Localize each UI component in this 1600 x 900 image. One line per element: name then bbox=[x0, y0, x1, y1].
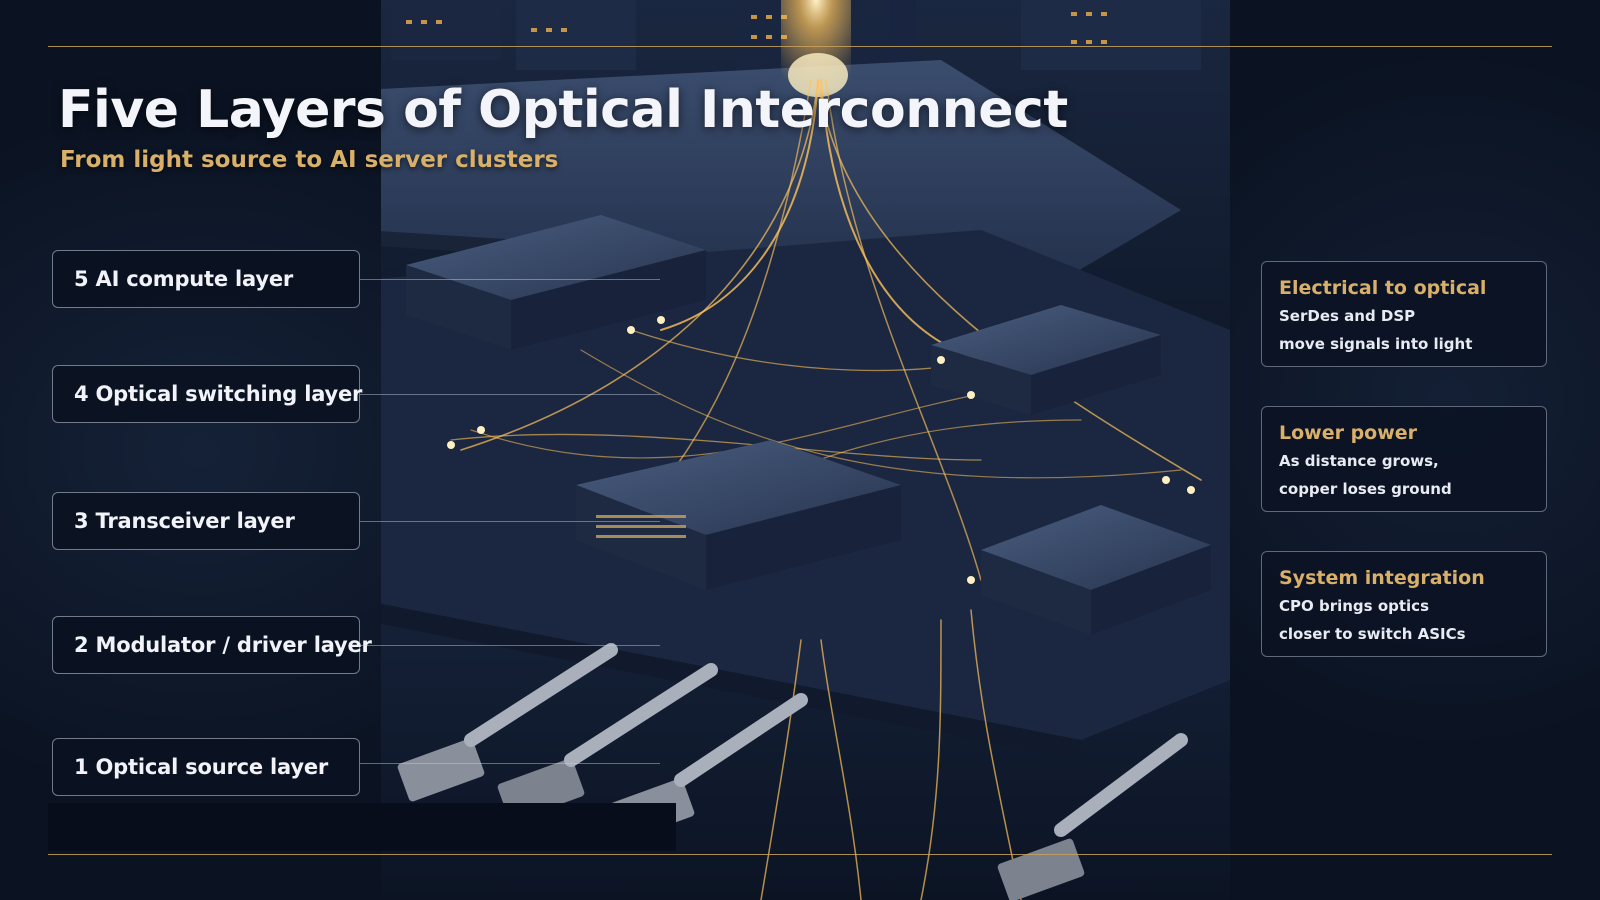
layer-connector bbox=[360, 763, 660, 764]
slide-subtitle: From light source to AI server clusters bbox=[60, 147, 559, 173]
layer-label-text: 4 Optical switching layer bbox=[74, 382, 363, 406]
switch-box-top-left bbox=[406, 215, 706, 350]
card-title: Electrical to optical bbox=[1279, 277, 1487, 299]
layer-label-modulator-driver: 2 Modulator / driver layer bbox=[52, 616, 372, 674]
slide-title: Five Layers of Optical Interconnect bbox=[58, 80, 1068, 140]
card-text: move signals into light bbox=[1279, 335, 1473, 353]
card-text: As distance grows, bbox=[1279, 452, 1439, 470]
optical-interconnect-illustration bbox=[381, 0, 1230, 900]
layer-connector bbox=[360, 521, 660, 522]
switch-box-center bbox=[576, 440, 901, 590]
layer-connector bbox=[360, 279, 660, 280]
top-divider bbox=[48, 46, 1552, 47]
layer-label-text: 3 Transceiver layer bbox=[74, 509, 295, 533]
layer-label-text: 2 Modulator / driver layer bbox=[74, 633, 372, 657]
bottom-divider bbox=[48, 854, 1552, 855]
switch-box-lower-right bbox=[981, 505, 1211, 635]
card-text: CPO brings optics bbox=[1279, 597, 1429, 615]
layer-label-text: 5 AI compute layer bbox=[74, 267, 294, 291]
layer-label-optical-switching: 4 Optical switching layer bbox=[52, 365, 363, 423]
card-electrical-to-optical: Electrical to optical SerDes and DSP mov… bbox=[1261, 261, 1547, 367]
hero-illustration bbox=[381, 0, 1230, 900]
footer-band bbox=[48, 803, 676, 851]
layer-label-optical-source: 1 Optical source layer bbox=[52, 738, 360, 796]
card-system-integration: System integration CPO brings optics clo… bbox=[1261, 551, 1547, 657]
layer-connector bbox=[360, 394, 660, 395]
card-text: SerDes and DSP bbox=[1279, 307, 1416, 325]
layer-label-text: 1 Optical source layer bbox=[74, 755, 329, 779]
layer-label-transceiver: 3 Transceiver layer bbox=[52, 492, 360, 550]
light-points bbox=[447, 316, 1195, 584]
card-text: copper loses ground bbox=[1279, 480, 1452, 498]
layer-label-ai-compute: 5 AI compute layer bbox=[52, 250, 360, 308]
card-title: System integration bbox=[1279, 567, 1485, 589]
card-lower-power: Lower power As distance grows, copper lo… bbox=[1261, 406, 1547, 512]
card-text: closer to switch ASICs bbox=[1279, 625, 1466, 643]
switch-box-right bbox=[931, 305, 1161, 415]
card-title: Lower power bbox=[1279, 422, 1418, 444]
layer-connector bbox=[360, 645, 660, 646]
